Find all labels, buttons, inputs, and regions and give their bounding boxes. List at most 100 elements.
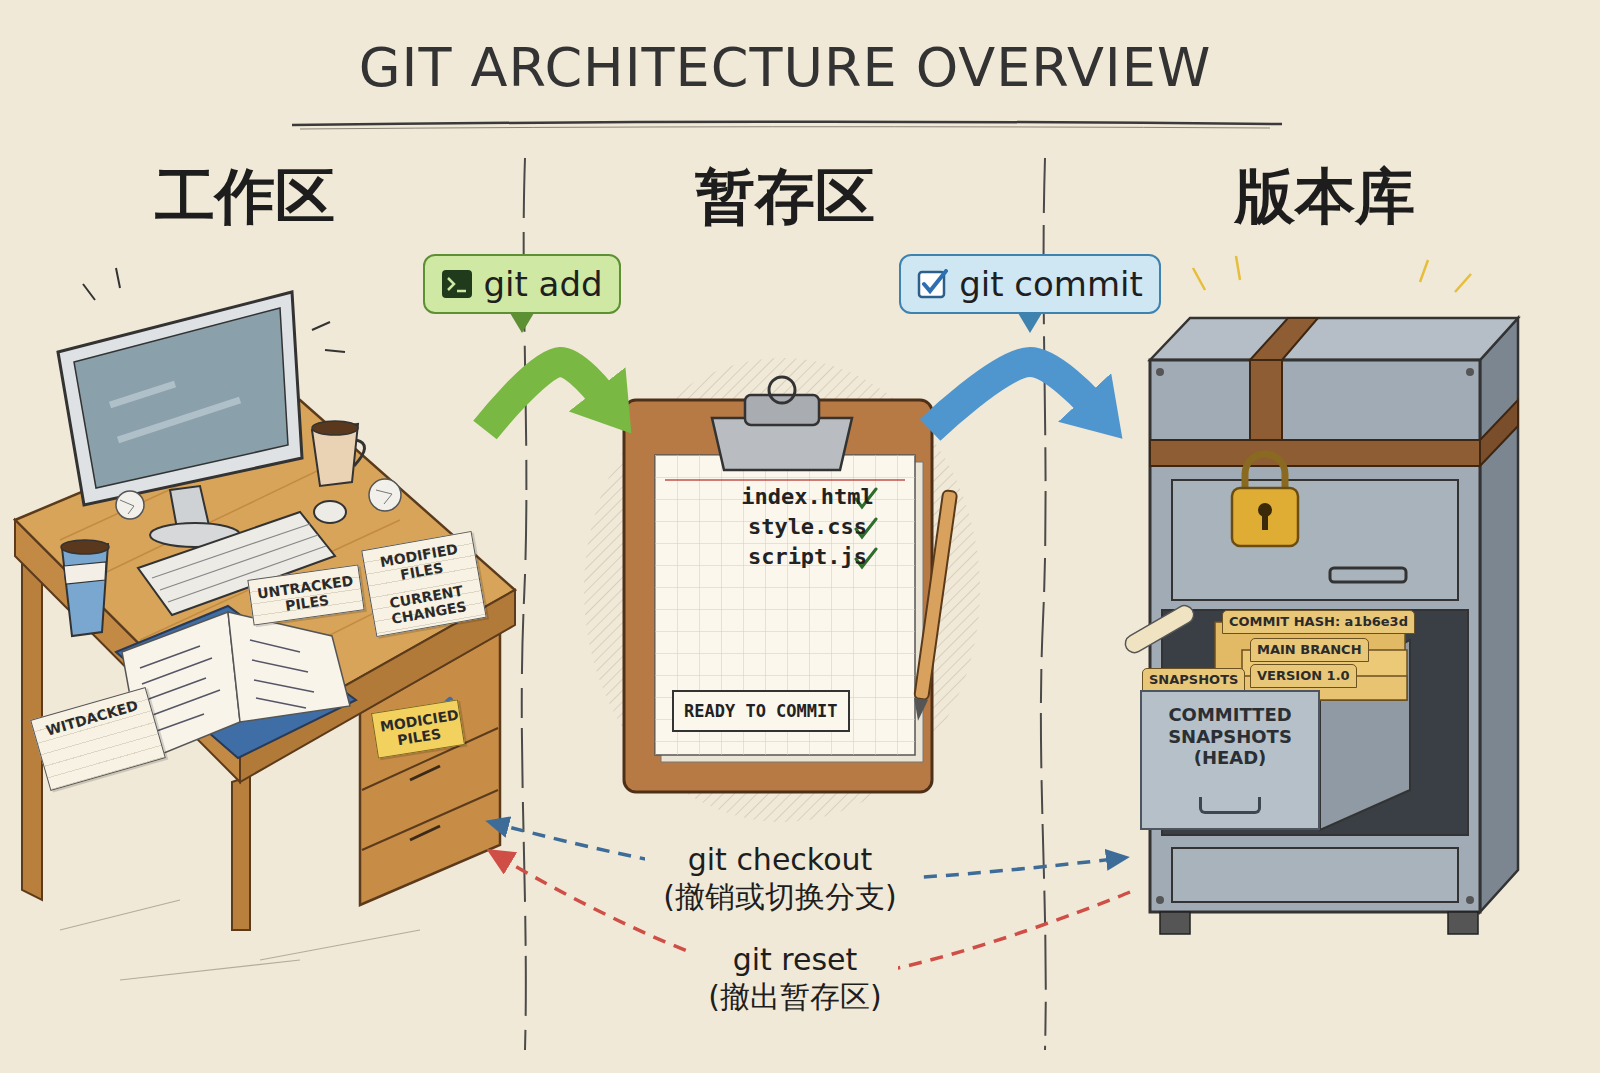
command-icon xyxy=(917,269,949,299)
desk xyxy=(60,900,420,980)
node-text: READY TO COMMIT xyxy=(684,696,838,726)
folder-tab: VERSION 1.0 xyxy=(1250,664,1357,688)
command-bubble: git add xyxy=(423,254,620,314)
file-cabinet xyxy=(1160,912,1190,934)
coffee-mug xyxy=(312,421,358,435)
edge-label: git reset (撤出暂存区) xyxy=(693,939,898,1018)
folder-tab: SNAPSHOTS xyxy=(1142,668,1245,692)
computer-monitor xyxy=(58,292,302,505)
clipboard-halo xyxy=(584,358,980,822)
sticky-note: MODICIED PILES xyxy=(371,699,465,758)
file-cabinet xyxy=(1262,512,1268,530)
computer-monitor xyxy=(83,268,345,352)
connector-arrow xyxy=(485,362,601,430)
area-region: 版本库 COMMIT HASH: a1b6e3dMAIN BRANCH SNAPSH… xyxy=(1130,160,1520,940)
file-cabinet xyxy=(1250,360,1282,440)
file-cabinet xyxy=(1172,848,1458,902)
title-underline xyxy=(300,127,1270,129)
crumpled-paper xyxy=(116,491,144,519)
clipboard xyxy=(665,479,905,481)
area-region: 工作区UNTRACKED PILESMODIFIED FILESCURRENT … xyxy=(5,160,485,860)
file-cabinet xyxy=(1122,602,1197,656)
area-region: 暂存区 index.htmlstyle.cssscript.jsREADY TO … xyxy=(640,160,930,800)
node-text: 工作区 xyxy=(5,160,485,232)
node-text: COMMIT HASH: a1b6e3d xyxy=(1229,614,1408,630)
clipboard-sheet: index.htmlstyle.cssscript.jsREADY TO COM… xyxy=(655,455,915,755)
clipboard xyxy=(655,455,915,755)
command-icon xyxy=(448,278,466,291)
file-cabinet xyxy=(1480,318,1518,912)
computer-monitor xyxy=(110,384,240,440)
file-cabinet xyxy=(1156,896,1164,904)
file-cabinet xyxy=(1232,488,1298,546)
paper-cup xyxy=(62,544,108,636)
node-text: index.html xyxy=(700,482,915,512)
clipboard xyxy=(769,377,795,403)
clipboard xyxy=(911,698,928,722)
clipboard xyxy=(624,377,957,792)
file-paper: MODIFIED FILESCURRENT CHANGES xyxy=(361,531,487,637)
command-icon xyxy=(441,269,473,299)
file-cabinet xyxy=(1250,318,1318,360)
clipboard xyxy=(911,490,957,722)
keyboard-mouse xyxy=(314,501,346,523)
node-text: style.css xyxy=(700,512,915,542)
drawer-front: COMMITTED SNAPSHOTS (HEAD) xyxy=(1140,690,1320,830)
node-text: MODIFIED FILES xyxy=(370,539,470,587)
file-paper: UNTRACKED PILES xyxy=(247,564,364,625)
crumpled-paper xyxy=(116,479,401,519)
edge-label: git commit xyxy=(959,264,1143,304)
file-cabinet xyxy=(1122,602,1197,656)
clipboard xyxy=(655,455,915,755)
clipboard xyxy=(745,395,819,425)
connector-arrow xyxy=(930,362,1089,430)
coffee-mug xyxy=(354,440,365,466)
title-underline xyxy=(292,122,1282,129)
file-cabinet xyxy=(1150,318,1518,360)
file-cabinet xyxy=(1245,454,1285,492)
diagram-title: GIT ARCHITECTURE OVERVIEW xyxy=(0,36,1570,99)
file-cabinet xyxy=(1156,368,1164,376)
paper-cup xyxy=(61,540,109,554)
node-text: COMMITTED SNAPSHOTS (HEAD) xyxy=(1150,704,1310,769)
node-text: SNAPSHOTS xyxy=(1149,672,1238,688)
node-text: UNTRACKED PILES xyxy=(256,572,356,617)
file-cabinet xyxy=(1480,400,1518,466)
node-text: 暂存区 xyxy=(640,160,930,232)
node-text: VERSION 1.0 xyxy=(1257,668,1350,684)
title-underline xyxy=(292,122,1282,125)
node-text: WITDACKED xyxy=(40,696,144,740)
desk xyxy=(232,776,250,930)
file-cabinet xyxy=(1466,368,1474,376)
file-cabinet xyxy=(1172,480,1458,600)
file-cabinet xyxy=(1330,568,1406,582)
node-text: CURRENT CHANGES xyxy=(378,581,478,629)
node-text: MAIN BRANCH xyxy=(1257,642,1362,658)
desk xyxy=(410,766,440,840)
folder-tab: COMMIT HASH: a1b6e3d xyxy=(1222,610,1415,634)
coffee-mug xyxy=(312,421,365,486)
open-book xyxy=(140,640,314,732)
clipboard xyxy=(914,490,957,700)
crumpled-paper xyxy=(369,479,401,511)
clipboard-halo xyxy=(584,358,980,822)
file-paper: WITDACKED xyxy=(30,687,166,791)
computer-monitor xyxy=(74,308,288,488)
paper-cup xyxy=(61,540,109,636)
command-icon xyxy=(924,271,946,291)
command-bubble: git commit xyxy=(899,254,1161,314)
file-cabinet xyxy=(1448,912,1478,934)
drawer-handle xyxy=(1199,797,1261,814)
file-cabinet xyxy=(1466,896,1474,904)
status-box: READY TO COMMIT xyxy=(672,690,850,732)
node-text: MODICIED PILES xyxy=(379,707,457,750)
node-text: 版本库 xyxy=(1130,160,1520,232)
computer-monitor xyxy=(58,268,345,547)
command-icon xyxy=(442,270,472,298)
folder-tab: MAIN BRANCH xyxy=(1250,638,1369,662)
node-text: script.js xyxy=(700,542,915,572)
clipboard xyxy=(624,400,932,792)
file-cabinet xyxy=(1150,440,1480,466)
paper-cup xyxy=(64,562,106,584)
